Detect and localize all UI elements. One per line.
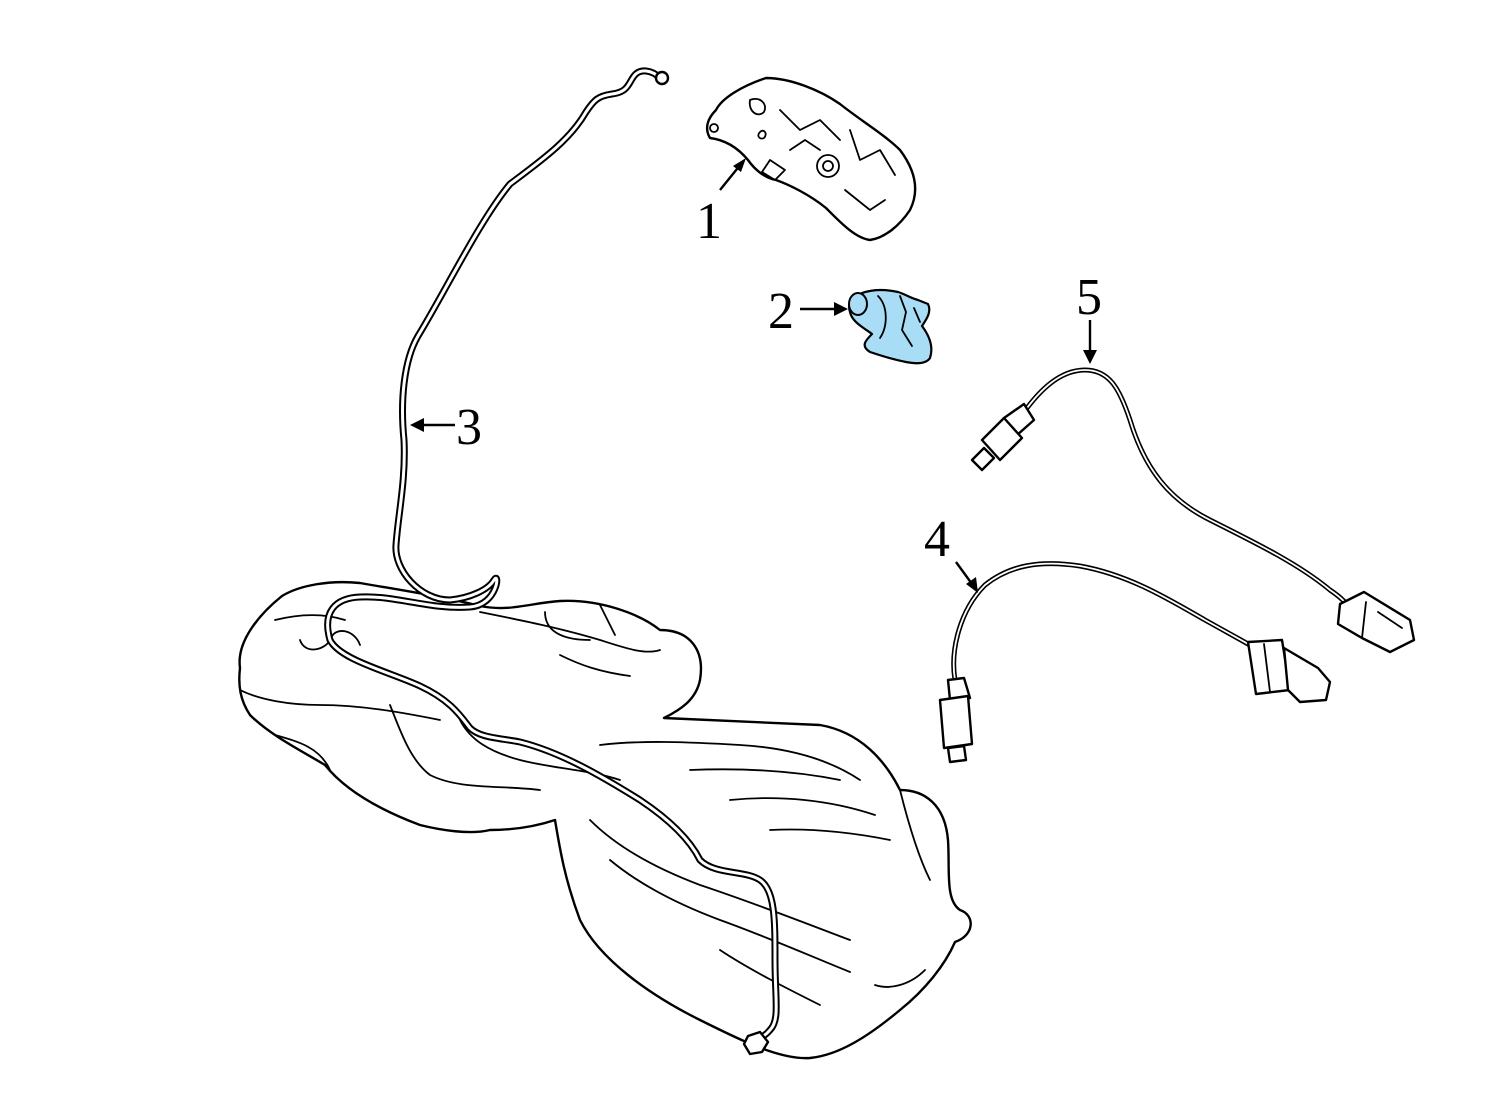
callout-4-arrowhead (966, 577, 978, 593)
sensor-illustration (848, 289, 933, 365)
callout-4-label: 4 (924, 511, 950, 568)
callout-1: 1 (696, 158, 746, 250)
callout-3: 3 (410, 399, 482, 456)
hose-illustration (324, 67, 780, 1056)
callout-4: 4 (924, 511, 978, 593)
callout-2-label: 2 (768, 283, 794, 340)
callout-5: 5 (1076, 269, 1102, 364)
callout-1-arrowhead (733, 158, 746, 172)
callout-3-arrowhead (410, 418, 424, 432)
bracket-illustration (705, 76, 917, 242)
callout-5-label: 5 (1076, 269, 1102, 326)
callout-3-label: 3 (456, 399, 482, 456)
fuel-tank-illustration (238, 580, 972, 1060)
callout-1-label: 1 (696, 193, 722, 250)
oxygen-sensor-lower-illustration (938, 561, 1332, 764)
callout-5-arrowhead (1083, 350, 1097, 364)
callout-2-arrowhead (834, 302, 848, 316)
callout-2: 2 (768, 283, 848, 340)
oxygen-sensor-upper-illustration (970, 367, 1416, 654)
